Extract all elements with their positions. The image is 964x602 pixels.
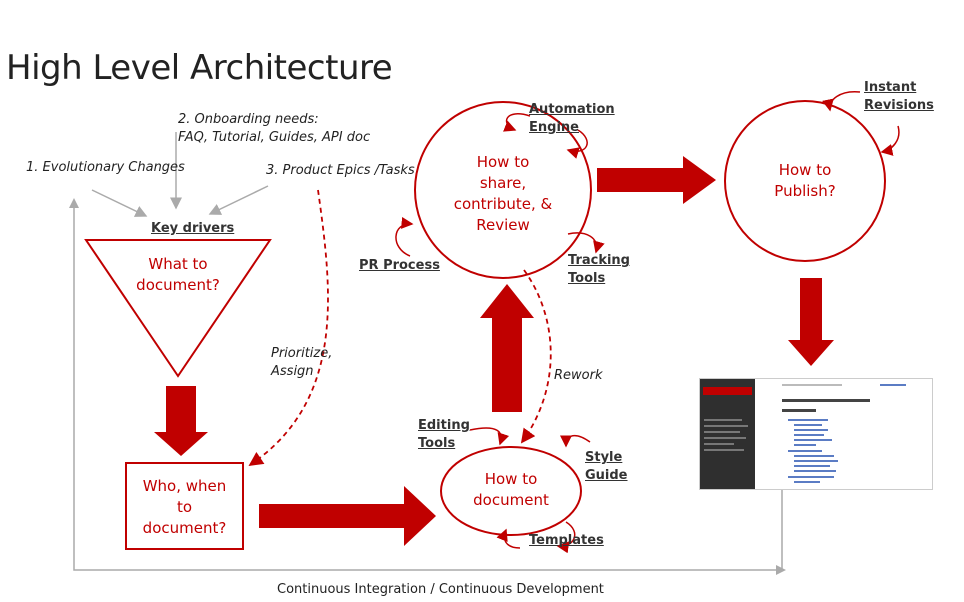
ci-loop-line bbox=[73, 205, 783, 571]
rework-label: Rework bbox=[554, 368, 603, 383]
templates-curl-arrow bbox=[556, 521, 576, 554]
templates-label: Templates bbox=[529, 533, 604, 548]
instant-revisions-label: Instant Revisions bbox=[864, 80, 934, 113]
templates-curl-arrow-2 bbox=[496, 528, 521, 549]
evolutionary-arrow bbox=[91, 189, 148, 217]
page-title: High Level Architecture bbox=[6, 48, 393, 88]
editing-curl-arrow bbox=[469, 427, 510, 446]
who-when-text: Who, when to document? bbox=[142, 477, 227, 537]
arrow-right-to-document bbox=[259, 486, 436, 546]
document-ellipse-text: How to document bbox=[473, 470, 549, 509]
publish-circle-text: How to Publish? bbox=[774, 161, 836, 200]
instant-curl-arrow-2 bbox=[880, 125, 900, 156]
instant-curl-arrow bbox=[822, 91, 861, 112]
who-when-box bbox=[125, 462, 244, 550]
arrow-down-to-screenshot bbox=[788, 278, 834, 366]
style-guide-label: Style Guide bbox=[585, 450, 628, 483]
documentation-screenshot bbox=[699, 378, 933, 490]
key-drivers-label: Key drivers bbox=[151, 221, 235, 236]
share-circle-text: How to share, contribute, & Review bbox=[453, 153, 553, 234]
onboarding-label-line2: FAQ, Tutorial, Guides, API doc bbox=[178, 130, 371, 145]
prioritize-label: Prioritize, Assign bbox=[271, 346, 333, 379]
publish-circle bbox=[724, 100, 886, 262]
ci-cd-label: Continuous Integration / Continuous Deve… bbox=[277, 582, 604, 597]
share-circle bbox=[414, 101, 592, 279]
automation-engine-label: Automation Engine bbox=[529, 102, 615, 135]
epics-label: 3. Product Epics /Tasks bbox=[266, 163, 415, 178]
arrow-right-to-publish bbox=[597, 156, 716, 204]
screenshot-logo bbox=[703, 387, 752, 395]
ci-loop-arrowhead-right bbox=[776, 565, 786, 575]
what-to-document-text: What to document? bbox=[136, 255, 220, 294]
automation-curl-arrow-2 bbox=[566, 129, 588, 159]
arrow-up-to-share bbox=[480, 284, 534, 412]
screenshot-sidebar bbox=[700, 379, 755, 489]
tracking-curl-arrow bbox=[567, 232, 605, 254]
ci-loop-arrowhead-up bbox=[69, 198, 79, 208]
arrow-down-to-who bbox=[154, 386, 208, 456]
pr-process-label: PR Process bbox=[359, 258, 440, 273]
document-ellipse bbox=[440, 446, 582, 536]
style-curl-arrow bbox=[560, 434, 591, 448]
tracking-tools-label: Tracking Tools bbox=[568, 253, 630, 286]
what-to-document-triangle bbox=[84, 239, 272, 378]
epics-arrow bbox=[208, 185, 269, 215]
automation-curl-arrow bbox=[503, 113, 531, 132]
pr-curl-arrow bbox=[395, 216, 414, 257]
rework-dashed-arrow bbox=[520, 269, 552, 444]
onboarding-label-line1: 2. Onboarding needs: bbox=[178, 112, 319, 127]
prioritize-dashed-arrow bbox=[248, 189, 329, 467]
editing-tools-label: Editing Tools bbox=[418, 418, 470, 451]
evolutionary-label: 1. Evolutionary Changes bbox=[26, 160, 185, 175]
